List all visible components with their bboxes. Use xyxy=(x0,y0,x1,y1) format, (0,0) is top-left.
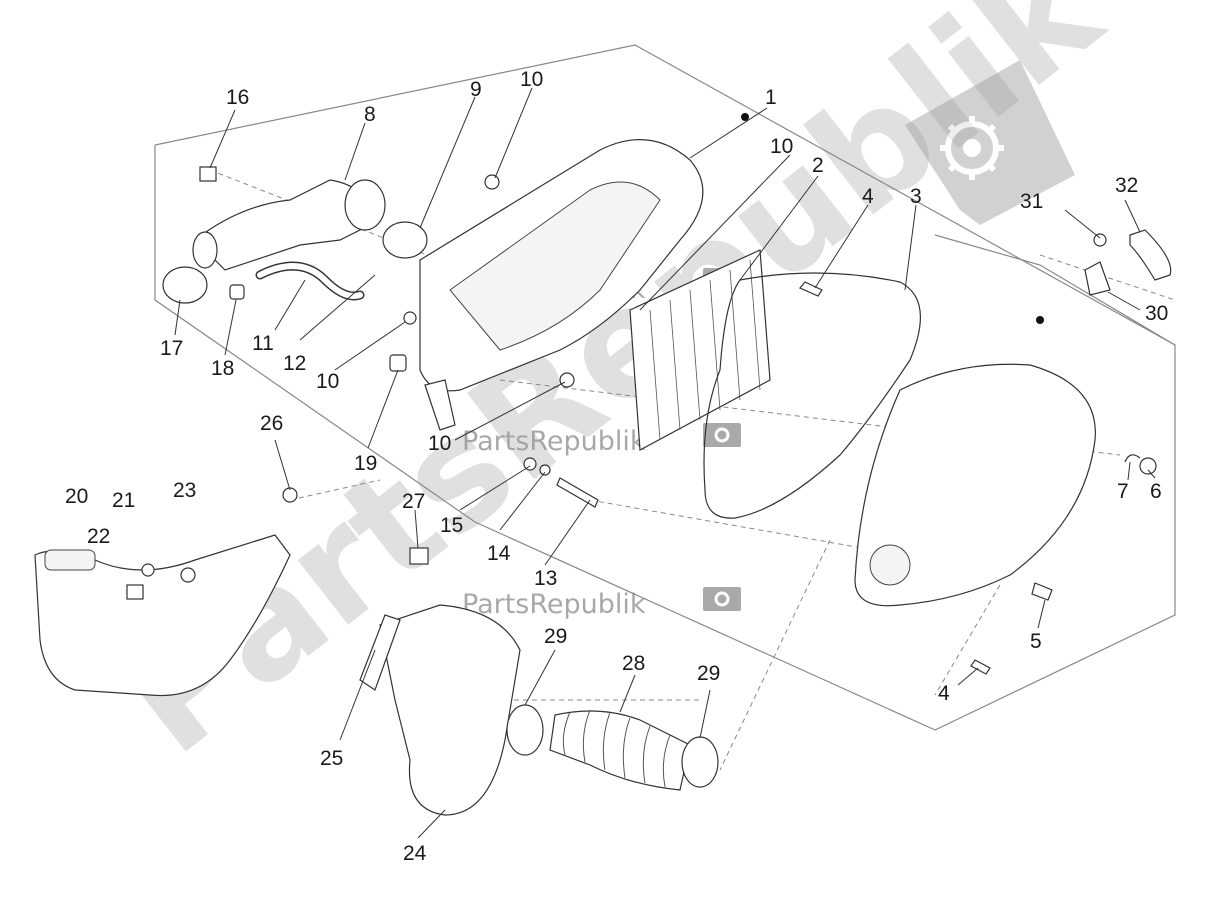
callout-5[interactable]: 5 xyxy=(1030,630,1042,653)
filter-element xyxy=(629,249,771,451)
gear-flag-icon xyxy=(905,60,1075,225)
callout-4-upper[interactable]: 4 xyxy=(862,185,874,208)
callout-30[interactable]: 30 xyxy=(1145,302,1168,325)
callout-8[interactable]: 8 xyxy=(364,103,376,126)
watermark-repeat-3: PartsRepublik xyxy=(462,589,646,620)
hose-clamp xyxy=(382,221,428,259)
callout-23[interactable]: 23 xyxy=(173,479,196,502)
callout-6[interactable]: 6 xyxy=(1150,480,1162,503)
callout-14[interactable]: 14 xyxy=(487,542,511,565)
callout-15[interactable]: 15 xyxy=(440,514,463,537)
callout-27[interactable]: 27 xyxy=(402,490,425,513)
callout-21[interactable]: 21 xyxy=(112,489,135,512)
callout-10-top[interactable]: 10 xyxy=(520,68,543,91)
callout-10-right[interactable]: 10 xyxy=(770,135,793,158)
callout-18[interactable]: 18 xyxy=(211,357,234,380)
assembly-frames xyxy=(154,44,1176,731)
air-filter-cover xyxy=(854,363,1096,607)
callout-11[interactable]: 11 xyxy=(252,332,274,355)
callout-20[interactable]: 20 xyxy=(65,485,88,508)
callout-22[interactable]: 22 xyxy=(87,525,110,548)
callout-29-left[interactable]: 29 xyxy=(544,625,567,648)
leader-lines xyxy=(174,87,1156,839)
assembly-marker xyxy=(1036,316,1044,324)
callout-25[interactable]: 25 xyxy=(320,747,343,770)
clamp-17 xyxy=(162,266,208,304)
callout-16[interactable]: 16 xyxy=(226,86,249,109)
air-duct xyxy=(379,604,521,816)
callout-1[interactable]: 1 xyxy=(765,86,777,109)
callout-32[interactable]: 32 xyxy=(1115,174,1138,197)
callout-10-bottom[interactable]: 10 xyxy=(428,432,451,455)
callout-7[interactable]: 7 xyxy=(1117,480,1129,503)
callout-28[interactable]: 28 xyxy=(622,652,645,675)
parts xyxy=(34,139,1172,816)
assembly-marker xyxy=(741,113,749,121)
watermark-repeat-2: PartsRepublik xyxy=(462,426,646,457)
callout-2[interactable]: 2 xyxy=(812,154,824,177)
callout-numbers: 1 2 3 4 4 5 6 7 8 9 10 10 10 10 11 12 13… xyxy=(65,68,1168,865)
callout-26[interactable]: 26 xyxy=(260,412,283,435)
gasket xyxy=(703,272,921,519)
callout-31[interactable]: 31 xyxy=(1020,190,1043,213)
callout-9[interactable]: 9 xyxy=(470,78,482,101)
callout-13[interactable]: 13 xyxy=(534,567,557,590)
callout-19[interactable]: 19 xyxy=(354,452,377,475)
callout-17[interactable]: 17 xyxy=(160,337,183,360)
bellows-hose xyxy=(549,710,691,791)
callout-24[interactable]: 24 xyxy=(403,842,427,865)
callout-12[interactable]: 12 xyxy=(283,352,306,375)
callout-10-left[interactable]: 10 xyxy=(316,370,339,393)
callout-3[interactable]: 3 xyxy=(910,185,922,208)
callout-29-right[interactable]: 29 xyxy=(697,662,720,685)
callout-4-lower[interactable]: 4 xyxy=(938,682,950,705)
